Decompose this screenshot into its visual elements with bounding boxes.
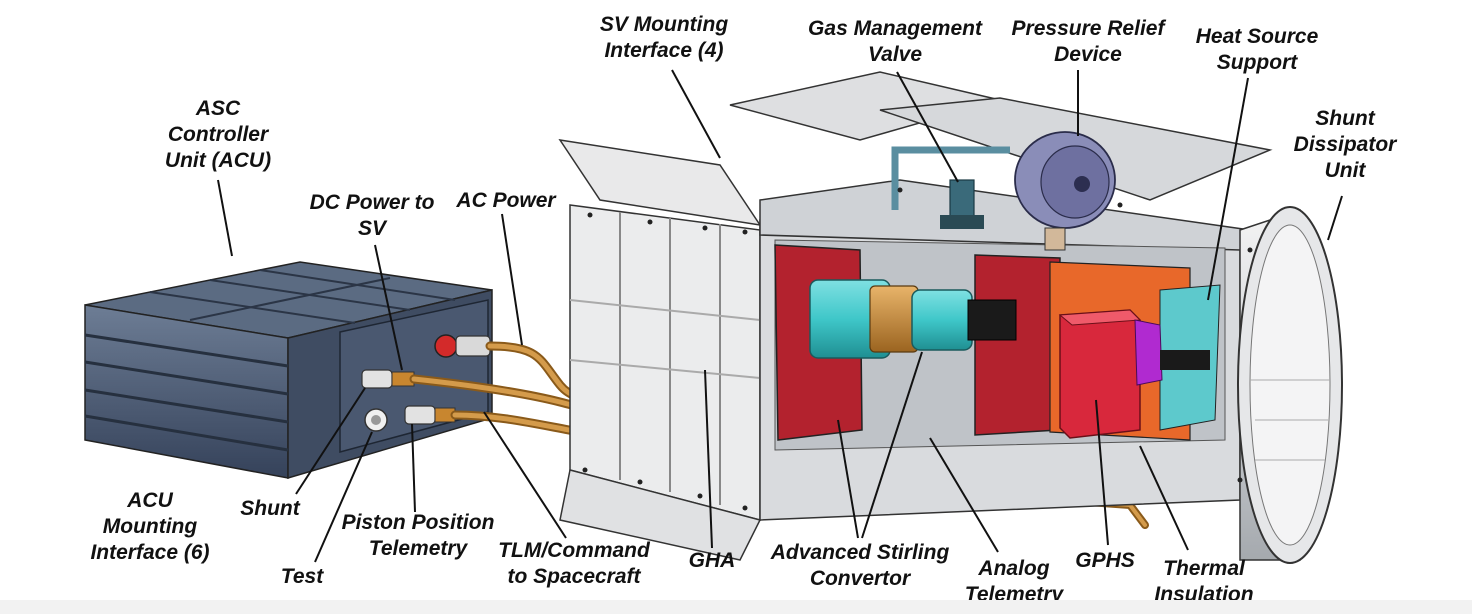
label-line: Convertor — [809, 567, 911, 590]
label-gha: GHA — [689, 548, 736, 574]
label-piston-position-telemetry: Piston Position Telemetry — [342, 510, 495, 562]
label-line: Shunt — [1315, 107, 1375, 130]
label-line: Thermal — [1163, 557, 1245, 580]
label-line: Support — [1216, 51, 1298, 74]
label-line: ASC — [195, 97, 241, 120]
label-line: Controller — [167, 123, 269, 146]
label-line: Gas Management — [808, 17, 982, 40]
label-gphs: GPHS — [1075, 548, 1135, 574]
label-line: Device — [1054, 43, 1122, 66]
label-line: Test — [280, 565, 324, 588]
label-shunt: Shunt — [240, 496, 299, 522]
label-line: Telemetry — [368, 537, 468, 560]
label-test: Test — [281, 564, 323, 590]
label-shunt-dissipator-unit: Shunt Dissipator Unit — [1294, 106, 1397, 184]
label-line: Valve — [867, 43, 923, 66]
shunt-dissipator — [1237, 206, 1343, 564]
label-tlm-command: TLM/Command to Spacecraft — [498, 538, 650, 590]
label-line: Pressure Relief — [1011, 17, 1165, 40]
label-line: Advanced Stirling — [770, 541, 950, 564]
gphs-block — [1058, 309, 1210, 439]
label-line: Dissipator — [1293, 133, 1397, 156]
leader-lines — [217, 69, 1343, 563]
label-ac-power: AC Power — [456, 188, 555, 214]
label-line: Heat Source — [1195, 25, 1319, 48]
stirling-convertor — [809, 279, 1017, 359]
label-heat-source-support: Heat Source Support — [1196, 24, 1319, 76]
label-line: GHA — [688, 549, 736, 572]
label-line: Interface (6) — [90, 541, 210, 564]
label-gas-management-valve: Gas Management Valve — [808, 16, 982, 68]
label-sv-mounting-interface: SV Mounting Interface (4) — [600, 12, 728, 64]
label-line: SV — [357, 217, 386, 240]
acu-box — [84, 261, 493, 480]
gas-management-valve — [891, 146, 1010, 229]
label-line: Mounting — [102, 515, 198, 538]
label-line: Analog — [978, 557, 1050, 580]
label-line: Unit — [1324, 159, 1366, 182]
label-line: AC Power — [456, 189, 556, 212]
label-line: Shunt — [240, 497, 300, 520]
label-line: ACU — [127, 489, 173, 512]
label-dc-power-to-sv: DC Power to SV — [310, 190, 435, 242]
bottom-border-strip — [0, 600, 1472, 614]
label-line: Unit (ACU) — [164, 149, 272, 172]
label-line: GPHS — [1075, 549, 1135, 572]
label-line: DC Power to — [309, 191, 435, 214]
label-acu-mounting-interface: ACU Mounting Interface (6) — [90, 488, 209, 566]
label-advanced-stirling-convertor: Advanced Stirling Convertor — [771, 540, 950, 592]
pressure-relief-device — [1014, 131, 1116, 251]
bolts — [582, 187, 1253, 511]
label-line: SV Mounting — [599, 13, 729, 36]
label-asc-controller-unit: ASC Controller Unit (ACU) — [165, 96, 271, 174]
label-line: TLM/Command — [498, 539, 650, 562]
label-line: Piston Position — [341, 511, 495, 534]
label-line: to Spacecraft — [507, 565, 641, 588]
label-line: Interface (4) — [604, 39, 724, 62]
label-pressure-relief-device: Pressure Relief Device — [1012, 16, 1165, 68]
gha-housing — [558, 71, 1273, 561]
